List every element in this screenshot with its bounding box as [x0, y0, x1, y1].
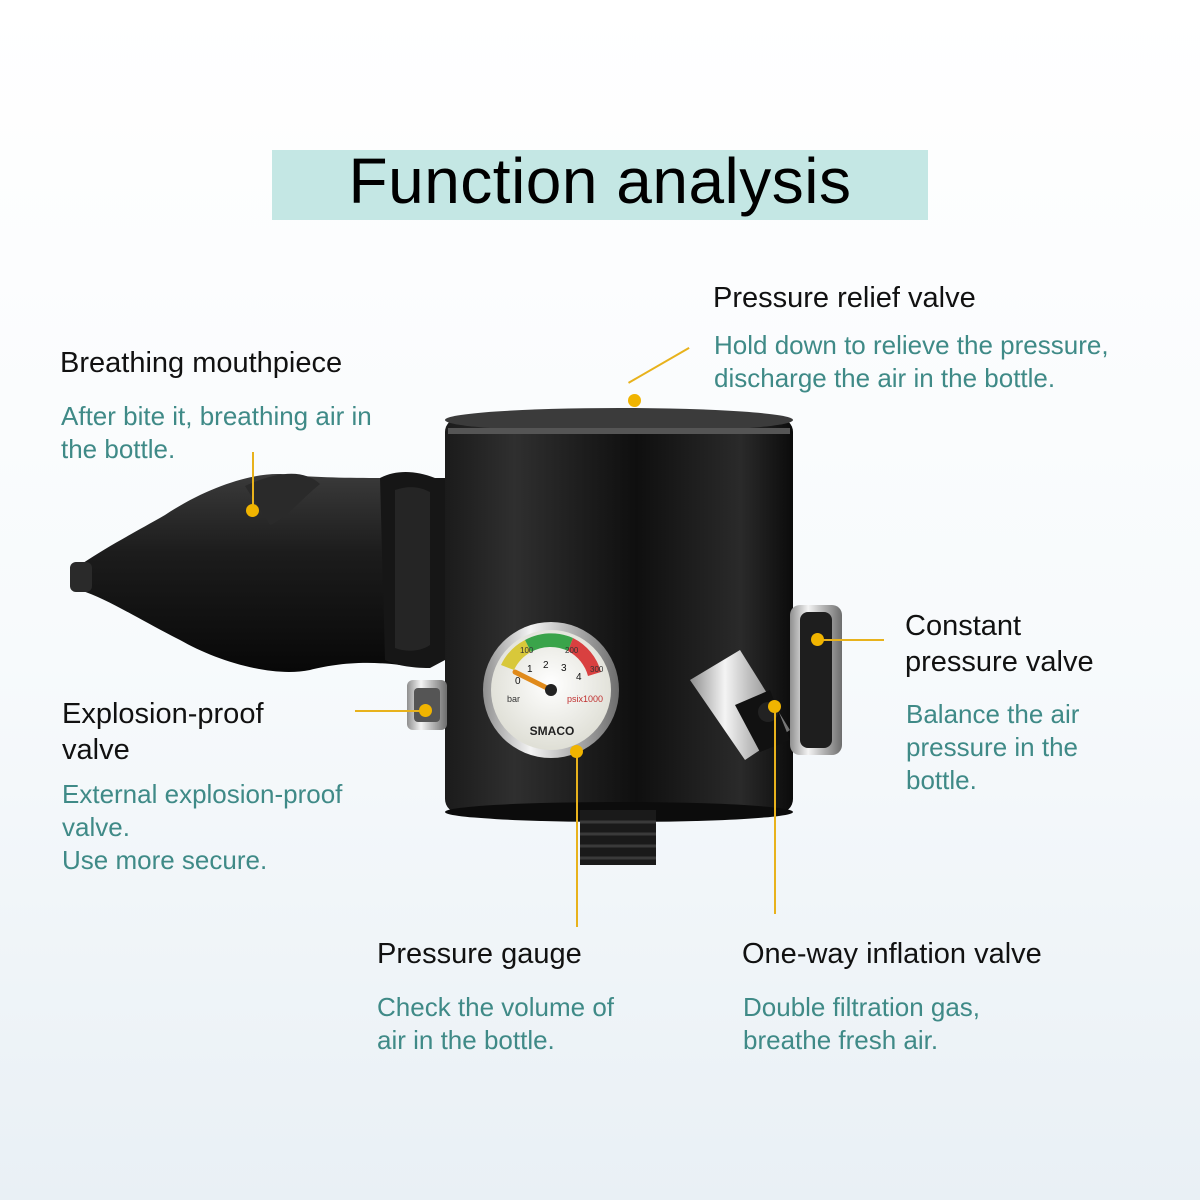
constant-pressure-valve-shape	[790, 605, 842, 755]
bottom-thread	[580, 810, 656, 865]
pressure-relief-desc-line: discharge the air in the bottle.	[714, 363, 1056, 393]
gauge-bar-tick: 4	[576, 672, 582, 683]
gauge-bar-tick: 3	[561, 663, 567, 674]
constant-pressure-label-line: Constant	[905, 610, 1022, 642]
dot-explosion-proof	[419, 704, 432, 717]
gauge-psi-tick: 200	[565, 646, 579, 655]
dot-inflation-valve	[768, 700, 781, 713]
pressure-gauge-shape	[483, 622, 619, 758]
leader-constant-pressure	[818, 639, 884, 641]
pressure-relief-label: Pressure relief valve	[713, 282, 976, 314]
gauge-unit-bar: bar	[507, 694, 521, 704]
gauge-psi-tick: 100	[520, 646, 534, 655]
pressure-gauge-desc-line: air in the bottle.	[377, 1025, 555, 1055]
explosion-proof-label-line: valve	[62, 734, 130, 766]
inflation-valve-shape	[690, 650, 790, 760]
dot-constant-pressure	[811, 633, 824, 646]
mouthpiece-shape	[70, 472, 445, 672]
leader-explosion-proof	[355, 710, 425, 712]
explosion-proof-desc-line: valve.	[62, 812, 130, 842]
inflation-valve-desc-line: Double filtration gas,	[743, 992, 981, 1022]
inflation-valve-desc-line: breathe fresh air.	[743, 1025, 939, 1055]
pressure-gauge-label: Pressure gauge	[377, 938, 582, 970]
constant-pressure-desc-line: pressure in the	[906, 732, 1078, 762]
title-banner: Function analysis	[272, 145, 928, 220]
gauge-bar-tick: 2	[543, 660, 549, 671]
explosion-proof-label-line: Explosion-proof	[62, 698, 264, 730]
inflation-valve-label: One-way inflation valve	[742, 938, 1042, 970]
gauge-unit-psi: psix1000	[567, 694, 604, 704]
gauge-brand: SMACO	[529, 724, 575, 738]
dot-pressure-gauge	[570, 745, 583, 758]
explosion-proof-desc-line: Use more secure.	[62, 845, 268, 875]
gauge-psi-tick: 300	[590, 665, 604, 674]
mouthpiece-desc-line: the bottle.	[61, 434, 176, 464]
dot-mouthpiece	[246, 504, 259, 517]
pressure-gauge-desc-line: Check the volume of	[377, 992, 615, 1022]
leader-pressure-gauge	[576, 752, 578, 927]
leader-inflation-valve	[774, 706, 776, 914]
regulator-body	[445, 408, 793, 822]
pressure-relief-desc-line: Hold down to relieve the pressure,	[714, 330, 1109, 360]
dot-pressure-relief	[628, 394, 641, 407]
page-title: Function analysis	[348, 145, 852, 217]
leader-mouthpiece	[252, 452, 254, 508]
mouthpiece-desc-line: After bite it, breathing air in	[61, 401, 372, 431]
constant-pressure-label-line: pressure valve	[905, 646, 1094, 678]
gauge-bar-tick: 1	[527, 664, 533, 675]
constant-pressure-desc-line: bottle.	[906, 765, 977, 795]
gauge-bar-tick: 0	[515, 676, 521, 687]
explosion-proof-desc-line: External explosion-proof	[62, 779, 343, 809]
constant-pressure-desc-line: Balance the air	[906, 699, 1080, 729]
mouthpiece-label: Breathing mouthpiece	[60, 347, 343, 379]
